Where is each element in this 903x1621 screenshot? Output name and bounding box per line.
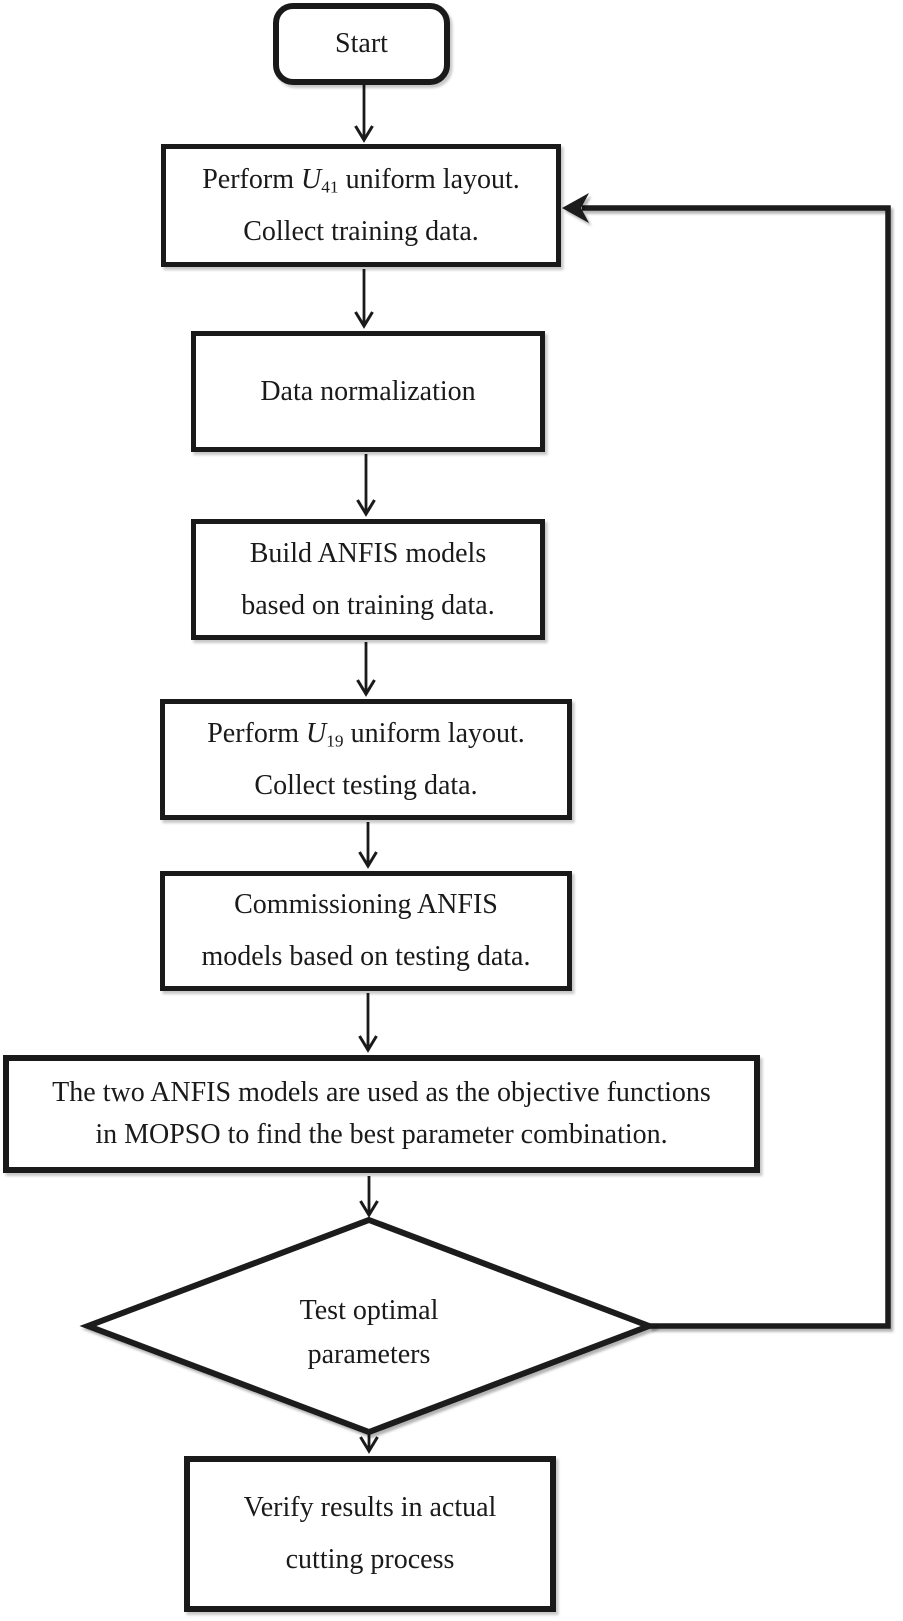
node-mopso-objective: The two ANFIS models are used as the obj… (3, 1055, 760, 1173)
collect-testing-line1-post: uniform layout. (343, 717, 525, 749)
mopso-line1: The two ANFIS models are used as the obj… (52, 1077, 711, 1108)
decision-line1: Test optimal (299, 1295, 439, 1326)
start-label: Start (335, 28, 388, 59)
normalization-line1: Data normalization (260, 375, 476, 407)
node-commissioning-anfis: Commissioning ANFIS models based on test… (160, 871, 572, 991)
node-decision-test-optimal-parameters: Test optimal parameters (169, 1289, 569, 1377)
node-collect-testing-data: Perform U19 uniform layout. Collect test… (160, 699, 572, 820)
feedback-loop-line (582, 205, 891, 1329)
node-start: Start (273, 3, 450, 85)
collect-training-line1-var: U (300, 163, 322, 195)
collect-testing-line2: Collect testing data. (254, 769, 478, 801)
collect-training-line1-pre: Perform (202, 163, 301, 195)
decision-diamond-shape (79, 1216, 658, 1436)
node-build-anfis-models: Build ANFIS models based on training dat… (191, 519, 545, 640)
collect-training-line2: Collect training data. (243, 215, 479, 247)
collect-testing-line1-pre: Perform (207, 717, 306, 749)
verify-line1: Verify results in actual (243, 1492, 497, 1523)
verify-line2: cutting process (285, 1544, 455, 1575)
collect-training-line1: Perform U41 uniform layout. (202, 154, 520, 206)
feedback-arrowhead-icon (562, 193, 589, 223)
commissioning-line2: models based on testing data. (201, 941, 531, 972)
node-collect-training-data: Perform U41 uniform layout. Collect trai… (161, 144, 561, 267)
commissioning-line1: Commissioning ANFIS (234, 889, 498, 920)
collect-testing-line1-sub: 19 (326, 730, 344, 750)
node-verify-results: Verify results in actual cutting process (184, 1456, 556, 1612)
collect-training-line1-sub: 41 (321, 176, 339, 196)
mopso-line2: in MOPSO to find the best parameter comb… (95, 1119, 668, 1150)
collect-training-line1-post: uniform layout. (338, 163, 520, 195)
build-anfis-line2: based on training data. (241, 589, 495, 621)
collect-testing-line1-var: U (305, 717, 327, 749)
build-anfis-line1: Build ANFIS models (249, 537, 487, 569)
decision-line2: parameters (307, 1339, 431, 1370)
collect-testing-line1: Perform U19 uniform layout. (207, 708, 525, 760)
node-data-normalization: Data normalization (191, 331, 545, 452)
